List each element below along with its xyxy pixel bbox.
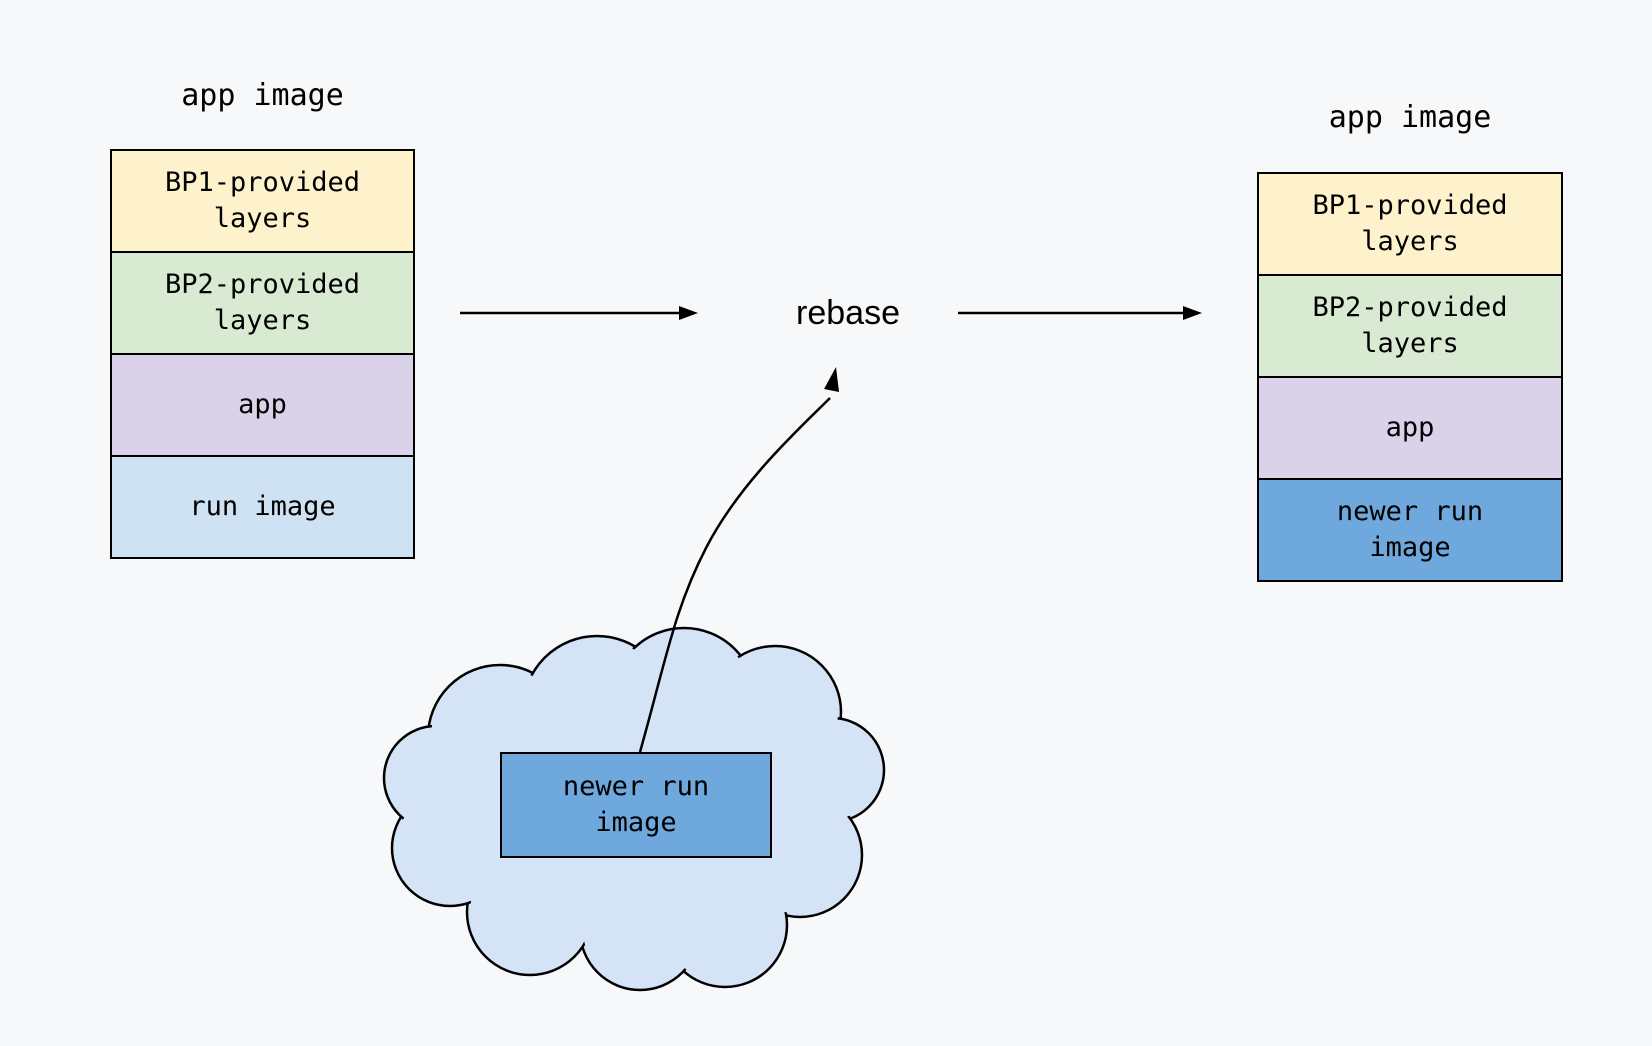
layer-app-result: app [1259,376,1561,478]
result-app-image-stack: BP1-provided layers BP2-provided layers … [1257,172,1563,582]
layer-run-image-source: run image [112,455,413,557]
arrow-source-to-rebase [460,306,698,320]
arrow-cloud-to-rebase [638,367,839,753]
layer-newer-run-image-result: newer run image [1259,478,1561,580]
newer-run-image-box: newer run image [500,752,772,858]
layer-bp2-provided-result: BP2-provided layers [1259,274,1561,376]
result-app-image-title: app image [1328,100,1492,135]
arrow-rebase-to-result [958,306,1202,320]
layer-app-source: app [112,353,413,455]
source-app-image-title: app image [181,78,344,113]
cloud-shape [382,626,886,992]
layer-bp1-provided-result: BP1-provided layers [1259,174,1561,274]
rebase-label: rebase [796,294,900,332]
source-app-image-stack: BP1-provided layers BP2-provided layers … [110,149,415,559]
layer-bp2-provided-source: BP2-provided layers [112,251,413,353]
layer-bp1-provided-source: BP1-provided layers [112,151,413,251]
